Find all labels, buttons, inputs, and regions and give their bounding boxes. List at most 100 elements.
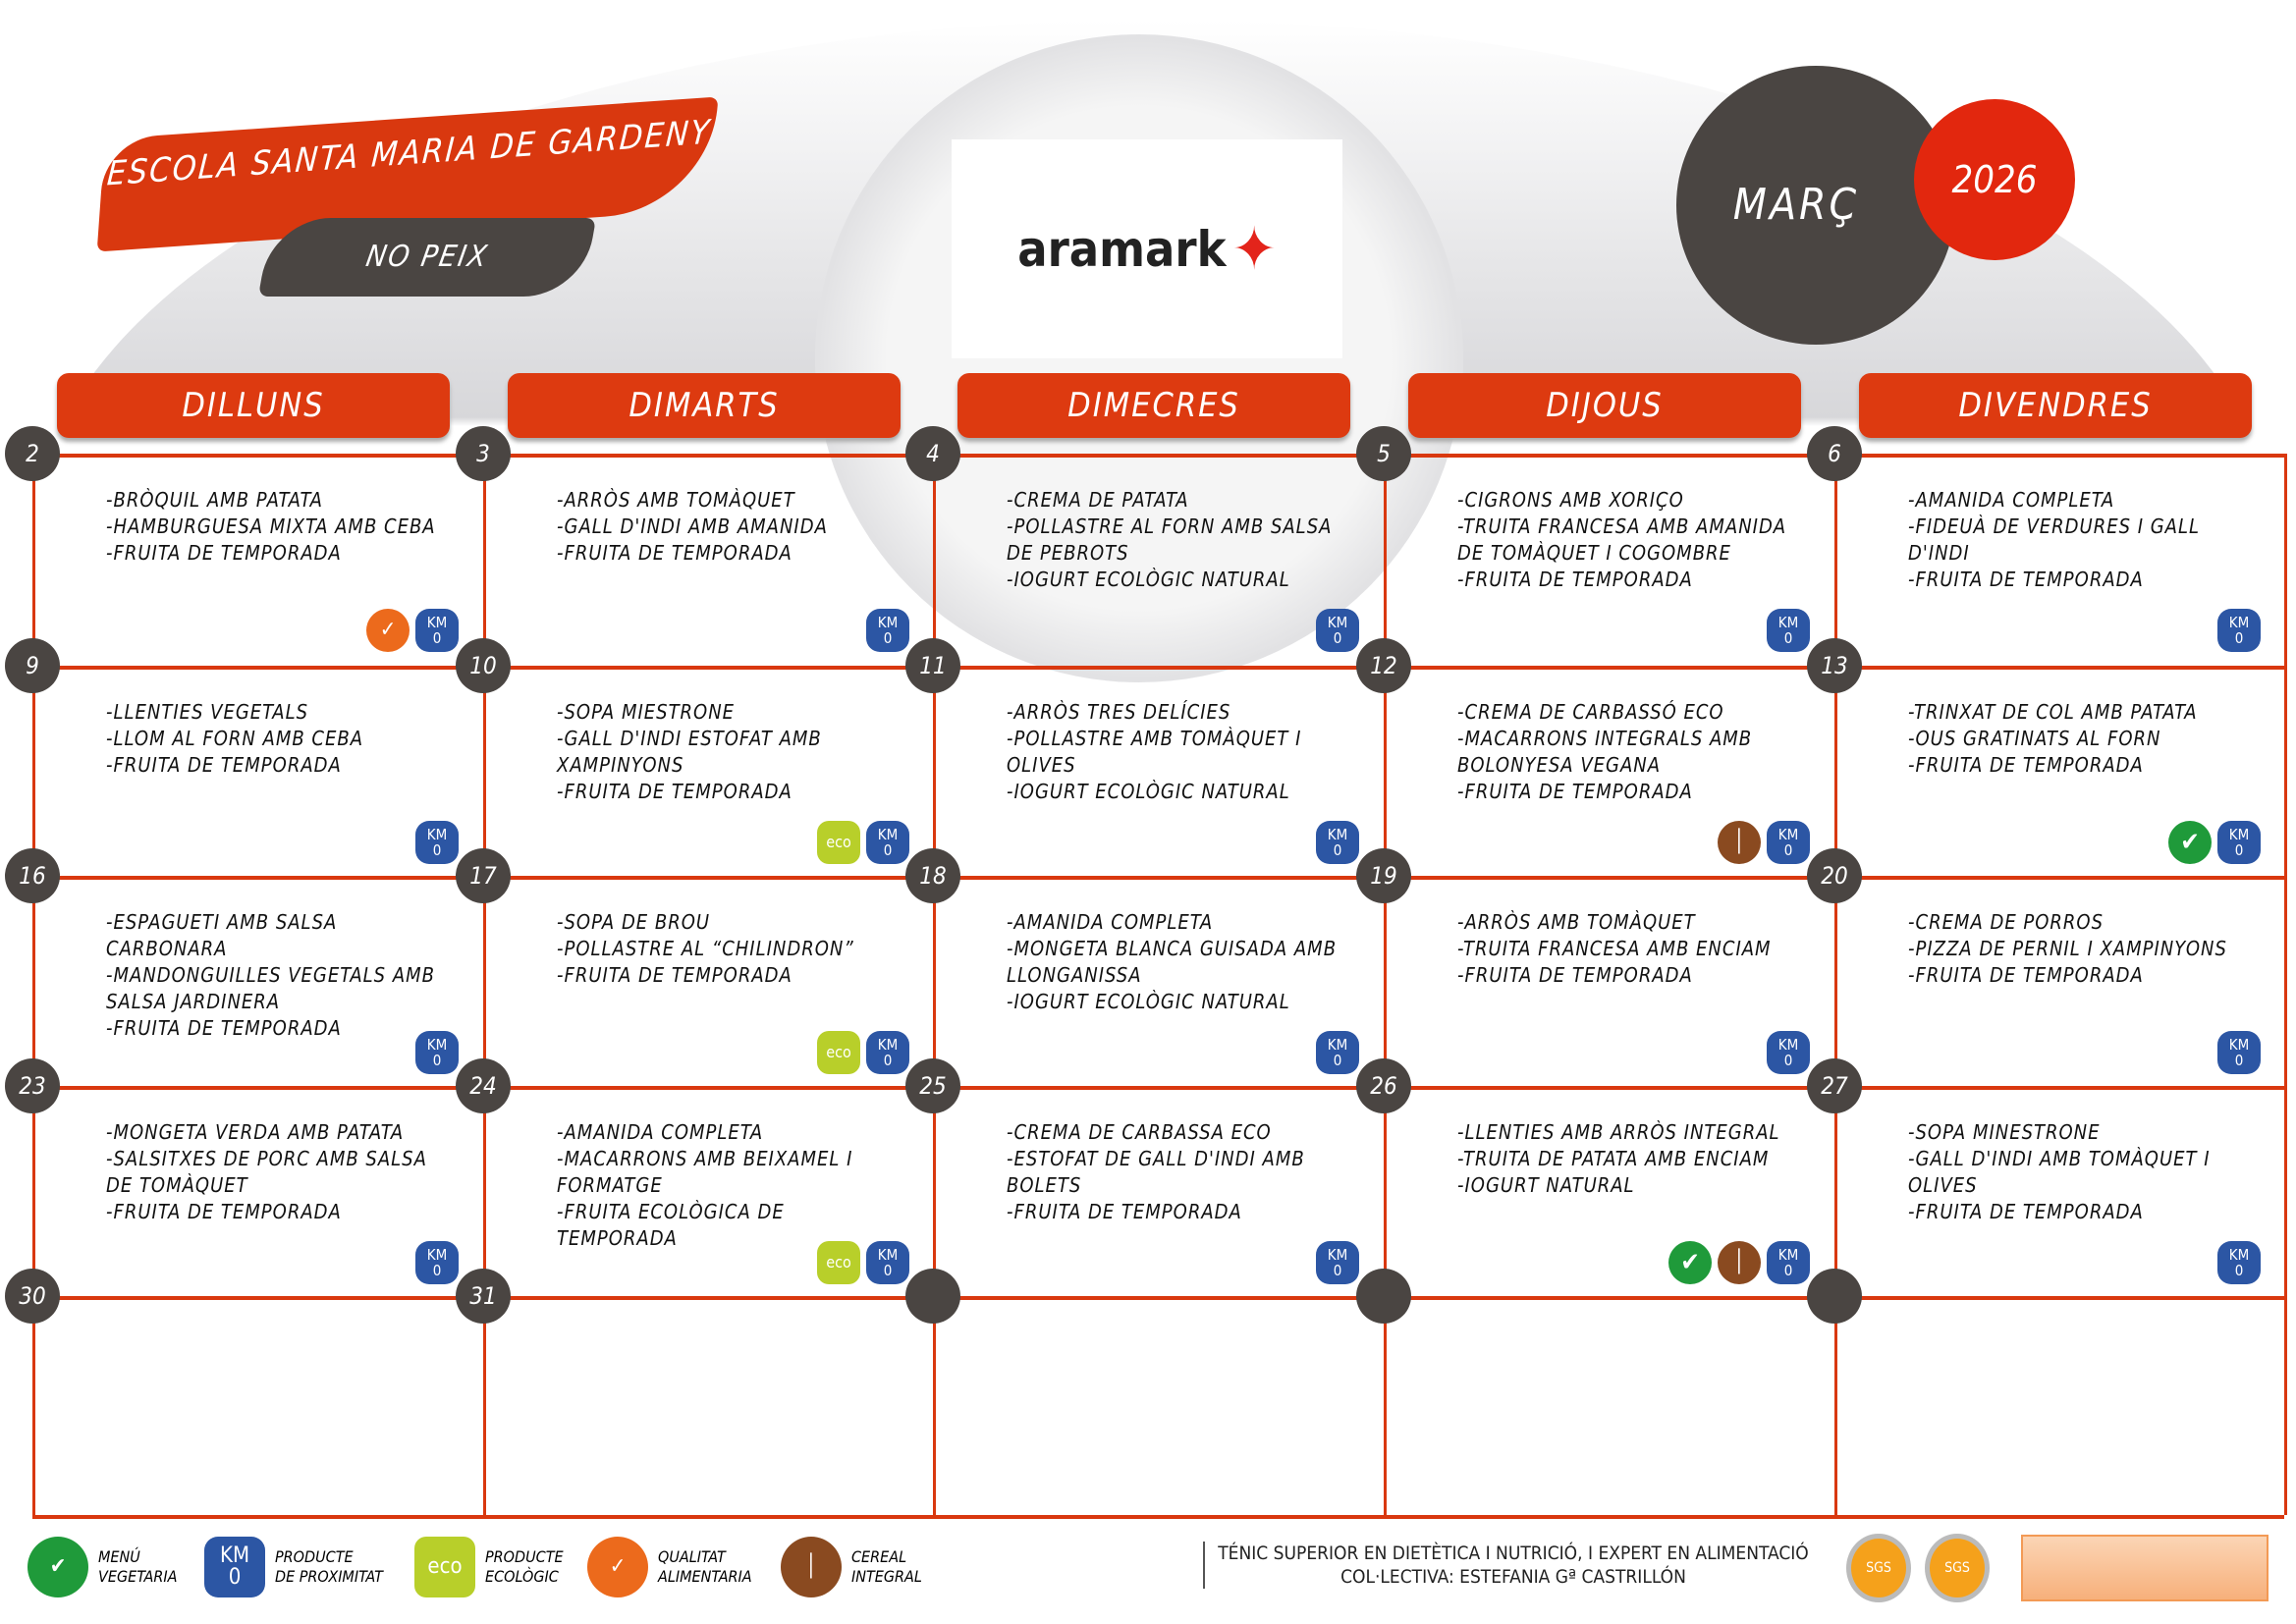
menu-text: -Crema de carbassa eco -Estofat de gall …: [1007, 1120, 1305, 1223]
day-cell: -Cigrons amb xoriço -Truita francesa amb…: [1384, 454, 1834, 664]
day-number: 2: [5, 426, 60, 481]
day-cell: -Crema de patata -Pollastre al forn amb …: [933, 454, 1384, 664]
menu-text: -Crema de carbassó eco -Macarrons integr…: [1457, 700, 1753, 803]
day-number: 31: [456, 1269, 511, 1324]
day-cell: -Arròs tres delícies -Pollastre amb tomà…: [933, 666, 1384, 876]
day-cell: [483, 1296, 934, 1506]
day-number: [905, 1269, 960, 1324]
menu-text: -Sopa de brou -Pollastre al “chilindron”…: [557, 910, 854, 987]
legend-label: Menú vegetaria: [98, 1547, 178, 1586]
diet-label: NO PEIX: [257, 218, 597, 297]
day-cell: -Sopa de brou -Pollastre al “chilindron”…: [483, 876, 934, 1086]
day-number: 10: [456, 638, 511, 693]
day-cell: -Espagueti amb salsa carbonara -Mandongu…: [32, 876, 483, 1086]
day-number: [1356, 1269, 1411, 1324]
sgs-cert-icon: SGS: [1925, 1534, 1990, 1602]
day-header-dimecres: DIMECRES: [957, 373, 1350, 438]
day-cell: -Amanida completa -Fideuà de verdures i …: [1834, 454, 2285, 664]
day-cell: -Sopa minestrone -Gall d'indi amb tomàqu…: [1834, 1086, 2285, 1296]
day-cell: -Crema de carbassó eco -Macarrons integr…: [1384, 666, 1834, 876]
grid-line: [32, 454, 35, 1515]
legend-item-cer: │Cereal integral: [781, 1537, 922, 1597]
day-cell: -Crema de carbassa eco -Estofat de gall …: [933, 1086, 1384, 1296]
day-number: 16: [5, 848, 60, 903]
legend-label: Cereal integral: [851, 1547, 922, 1586]
day-header-dilluns: DILLUNS: [57, 373, 450, 438]
eco-badge-icon: eco: [817, 1031, 860, 1074]
legend-label: Producte ecològic: [485, 1547, 564, 1586]
legend-label: Qualitat alimentaria: [658, 1547, 752, 1586]
eco-badge-icon: eco: [817, 1241, 860, 1284]
orange-box: [2021, 1535, 2269, 1601]
day-cell: -Llenties amb arròs integral -Truita de …: [1384, 1086, 1834, 1296]
grid-line: [483, 454, 486, 1515]
day-cell: [933, 1296, 1384, 1506]
day-cell: -Llenties vegetals -Llom al forn amb ceb…: [32, 666, 483, 876]
qual-badge-icon: ✓: [366, 609, 410, 652]
grid-line: [32, 876, 2284, 880]
grid-line: [1834, 454, 1837, 1515]
day-number: 3: [456, 426, 511, 481]
grid-line: [32, 1296, 2284, 1300]
menu-text: -Mongeta verda amb patata -Salsitxes de …: [106, 1120, 427, 1223]
year-label: 2026: [1914, 99, 2075, 260]
grid-line: [32, 1515, 2284, 1519]
day-number: 11: [905, 638, 960, 693]
day-number: 12: [1356, 638, 1411, 693]
day-cell: -Mongeta verda amb patata -Salsitxes de …: [32, 1086, 483, 1296]
eco-badge-icon: eco: [414, 1537, 475, 1597]
day-number: 5: [1356, 426, 1411, 481]
menu-text: -Bròquil amb patata -Hamburguesa mixta a…: [106, 488, 436, 565]
day-cell: [1834, 1296, 2285, 1506]
day-number: 20: [1807, 848, 1862, 903]
menu-text: -Llenties amb arròs integral -Truita de …: [1457, 1120, 1780, 1197]
day-number: 13: [1807, 638, 1862, 693]
nutritionist-credit: TÉNIC SUPERIOR EN DIETÈTICA I NUTRICIÓ, …: [1203, 1542, 1812, 1589]
day-cell: [32, 1296, 483, 1506]
menu-text: -Arròs tres delícies -Pollastre amb tomà…: [1007, 700, 1302, 803]
cer-badge-icon: │: [1718, 1241, 1761, 1284]
grid-line: [32, 666, 2284, 670]
day-cell: -Arròs amb tomàquet -Gall d'indi amb ama…: [483, 454, 934, 664]
grid-line: [933, 454, 936, 1515]
cer-badge-icon: │: [1718, 821, 1761, 864]
day-cell: -Amanida completa -Mongeta blanca guisad…: [933, 876, 1384, 1086]
day-header-dimarts: DIMARTS: [508, 373, 901, 438]
day-number: 27: [1807, 1058, 1862, 1113]
day-cell: -Sopa miestrone -Gall d'indi estofat amb…: [483, 666, 934, 876]
day-cell: -Arròs amb tomàquet -Truita francesa amb…: [1384, 876, 1834, 1086]
day-number: 6: [1807, 426, 1862, 481]
menu-text: -Sopa minestrone -Gall d'indi amb tomàqu…: [1908, 1120, 2211, 1223]
day-cell: -Bròquil amb patata -Hamburguesa mixta a…: [32, 454, 483, 664]
menu-text: -Trinxat de col amb patata -Ous gratinat…: [1908, 700, 2198, 777]
day-number: 23: [5, 1058, 60, 1113]
menu-text: -Espagueti amb salsa carbonara -Mandongu…: [106, 910, 435, 1040]
